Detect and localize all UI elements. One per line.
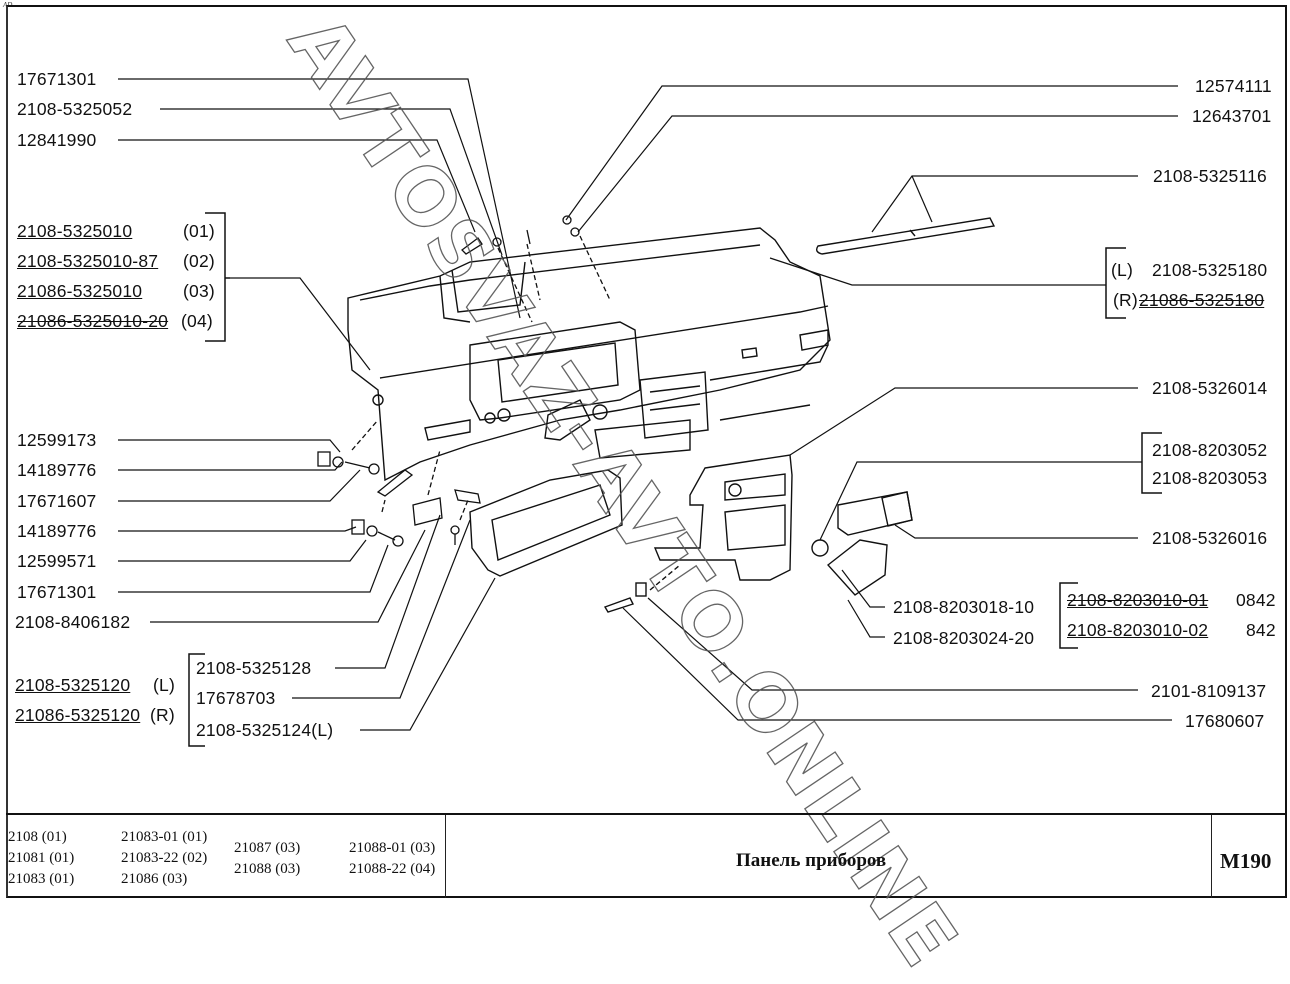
model-entry: 21083-01 (01) [121,829,208,845]
dashboard-panel [347,227,831,482]
panel-part-label: 21086-5325010 [17,281,143,301]
sheet-title: Панель приборов [736,850,887,871]
fastener-label: 2108-8406182 [15,612,131,632]
leader-lines-right [565,85,1178,721]
code-cell: M190 [1212,815,1285,898]
fastener-label: 17671607 [17,491,97,511]
duct-side-label: (L) [1111,260,1133,280]
pocket-component-label: 17678703 [196,688,276,708]
panel-variant-label: (03) [183,281,215,301]
console-label: 2108-5326014 [1152,378,1268,398]
box-and-ashtray [603,491,913,613]
model-entry: 21083-22 (02) [121,850,208,866]
model-entry: 2108 (01) [8,829,67,845]
models-column: 21088-01 (03) 21088-22 (04) [349,838,435,880]
part-label: 12643701 [1192,106,1272,126]
models-column: 21087 (03) 21088 (03) [234,838,300,880]
models-column: 21083-01 (01) 21083-22 (02) 21086 (03) [121,827,207,890]
pocket-component-label: 2108-5325124(L) [196,720,334,740]
bracket-label: 2108-8203052 [1152,440,1268,460]
duct-part-label: 21086-5325180 [1139,290,1265,310]
sheet-frame [6,5,1287,898]
bracket-label: 2108-8203053 [1152,468,1268,488]
ashtray-assembly-label: 2108-8203010-01 [1067,590,1209,610]
pocket-component-label: 2108-5325128 [196,658,312,678]
ashtray-part-label: 2108-8203024-20 [893,628,1035,648]
duct-side-label: (R) [1113,290,1138,310]
panel-variant-label: (01) [183,221,215,241]
part-label: 2108-5325116 [1153,166,1267,186]
pocket-side-label: (L) [153,675,175,695]
title-block: 2108 (01) 21081 (01) 21083 (01) 21083-01… [6,813,1287,898]
model-entry: 21086 (03) [121,871,188,887]
duct-part-label: 2108-5325180 [1152,260,1268,280]
pocket-part-label: 2108-5325120 [15,675,131,695]
center-console [653,454,793,581]
models-column: 2108 (01) 21081 (01) 21083 (01) [8,827,74,890]
fastener-label: 14189776 [17,521,97,541]
top-fasteners [461,215,611,323]
leader-lines-left [118,78,521,731]
model-entry: 21083 (01) [8,871,75,887]
left-fasteners [317,419,481,547]
label-brackets [188,212,1162,747]
pocket-side-label: (R) [150,705,175,725]
ashtray-qty-label: 0842 [1236,590,1276,610]
ashtray-part-label: 2108-8203018-10 [893,597,1035,617]
part-label: 12841990 [17,130,97,150]
panel-part-label: 2108-5325010 [17,221,133,241]
part-label: 17680607 [1185,711,1265,731]
part-label: 2108-5325052 [17,99,133,119]
panel-part-label: 2108-5325010-87 [17,251,159,271]
panel-variant-label: (04) [181,311,213,331]
box-label: 2108-5326016 [1152,528,1268,548]
title-cell: Панель приборов [446,815,1212,898]
model-entry: 21088-01 (03) [349,840,436,856]
fastener-label: 12599571 [17,551,97,571]
model-entry: 21088 (03) [234,861,301,877]
ashtray-qty-label: 842 [1246,620,1276,640]
panel-part-label: 21086-5325010-20 [17,311,169,331]
part-label: 17671301 [17,69,97,89]
sheet-code: M190 [1220,849,1272,873]
pocket-part-label: 21086-5325120 [15,705,141,725]
fastener-label: 12599173 [17,430,97,450]
exploded-view-drawing [118,78,1178,747]
model-entry: 21087 (03) [234,840,301,856]
panel-variant-label: (02) [183,251,215,271]
pocket [469,469,623,577]
model-entry: 21081 (01) [8,850,75,866]
model-entry: 21088-22 (04) [349,861,436,877]
fastener-label: 14189776 [17,460,97,480]
part-label: 2101-8109137 [1151,681,1267,701]
part-label: 12574111 [1195,76,1272,96]
models-cell: 2108 (01) 21081 (01) 21083 (01) 21083-01… [6,815,446,898]
fastener-label: 17671301 [17,582,97,602]
defroster-duct [815,217,996,255]
ashtray-assembly-label: 2108-8203010-02 [1067,620,1209,640]
